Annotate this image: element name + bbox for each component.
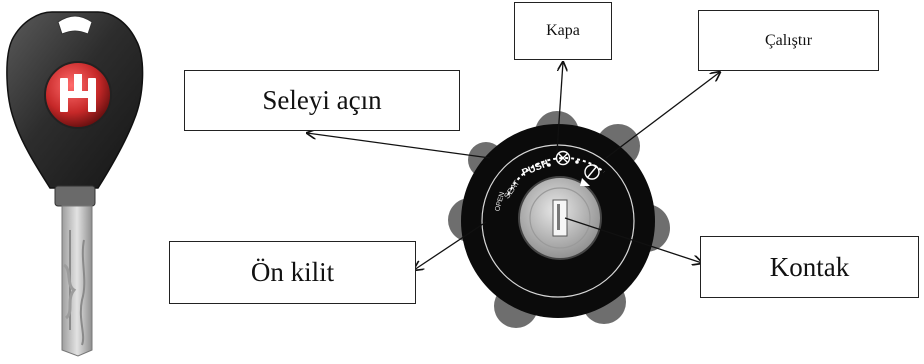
key-blade (61, 205, 93, 357)
logo-glyph-icon (60, 74, 96, 112)
label-box-on-kilit: Ön kilit (169, 241, 416, 304)
position-pointer-icon (580, 178, 590, 186)
key-ring-hole (57, 15, 93, 35)
position-dot (547, 163, 551, 167)
key-illustration (6, 11, 144, 357)
callout-calistir (605, 72, 720, 159)
key-collar (54, 185, 96, 207)
callout-kapa (556, 62, 563, 153)
switch-position-arc (507, 157, 605, 196)
on-position-icon (584, 164, 600, 180)
label-kontak: Kontak (769, 251, 850, 282)
switch-label-open: OPEN (494, 191, 506, 212)
label-box-kapa: Kapa (514, 2, 612, 60)
label-box-calistir: Çalıştır (698, 10, 879, 71)
label-kapa: Kapa (546, 22, 580, 39)
key-blade-cut (62, 263, 77, 320)
label-calistir: Çalıştır (764, 31, 813, 49)
label-box-kontak: Kontak (700, 236, 919, 298)
label-on-kilit: Ön kilit (250, 257, 335, 287)
label-box-seleyi-acin: Seleyi açın (184, 70, 460, 131)
ignition-switch: PUSH SEAT OPEN (448, 111, 670, 328)
off-position-icon (555, 150, 571, 166)
callout-onkilit (414, 221, 487, 270)
label-seleyi-acin: Seleyi açın (262, 85, 382, 115)
callout-seleyi (307, 133, 491, 159)
callout-lines (307, 62, 720, 270)
position-dot (575, 160, 579, 164)
callout-kontak (564, 217, 702, 263)
